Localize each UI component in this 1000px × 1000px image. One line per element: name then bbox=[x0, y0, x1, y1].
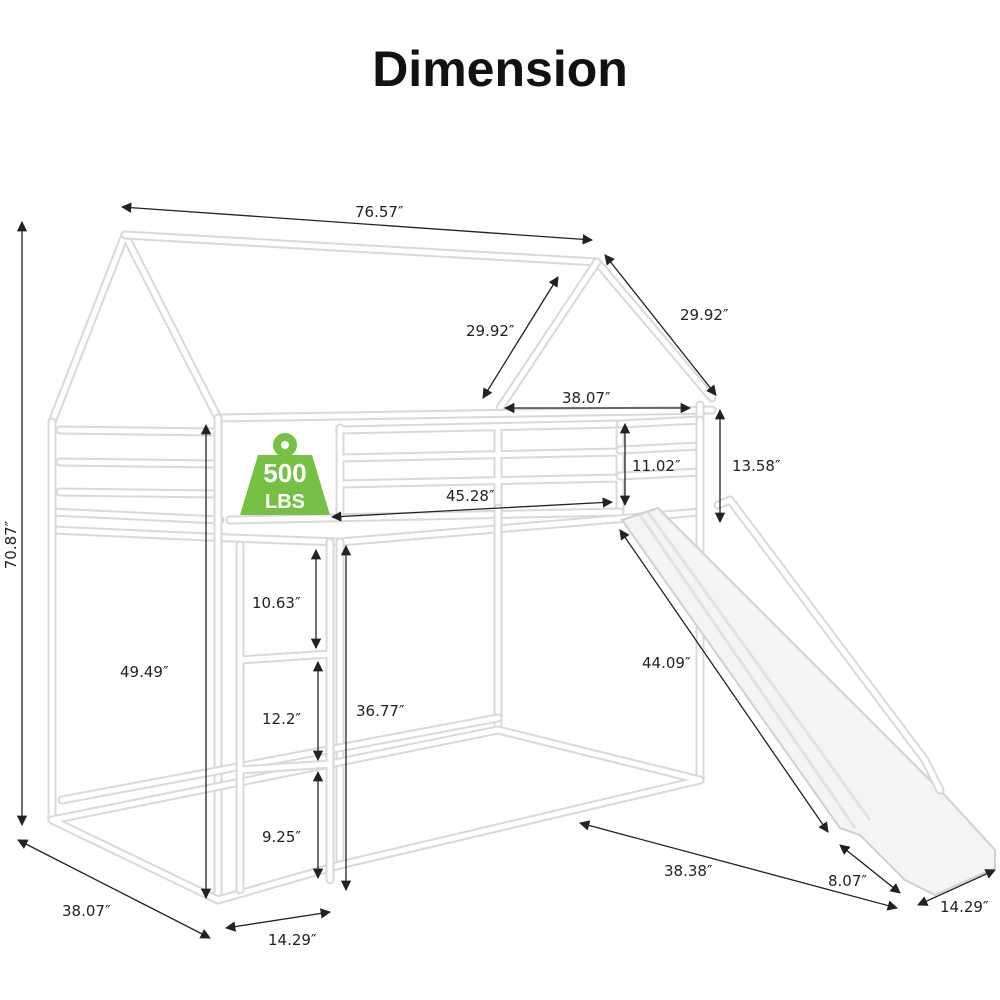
badge-number: 500 bbox=[263, 458, 306, 488]
label-step-bottom: 9.25″ bbox=[262, 828, 301, 846]
ladder bbox=[235, 537, 335, 895]
label-top-bunk-height: 49.49″ bbox=[120, 663, 169, 681]
label-step-mid: 12.2″ bbox=[262, 710, 301, 728]
left-guardrail bbox=[47, 417, 220, 517]
label-total-height: 70.87″ bbox=[2, 520, 20, 569]
label-step-top: 10.63″ bbox=[252, 594, 301, 612]
badge-unit: LBS bbox=[265, 491, 305, 513]
label-top-opening: 38.07″ bbox=[562, 389, 611, 407]
bed-posts bbox=[47, 413, 705, 905]
label-ladder-width: 14.29″ bbox=[268, 931, 317, 949]
label-roof-outer: 29.92″ bbox=[680, 306, 729, 324]
front-guardrail bbox=[335, 400, 705, 517]
page-title: Dimension bbox=[372, 41, 628, 97]
label-under-bed-clearance: 36.77″ bbox=[356, 702, 405, 720]
dimension-labels: 76.57″ 29.92″ 29.92″ 38.07″ 11.02″ 13.58… bbox=[2, 203, 989, 949]
roof-frame bbox=[47, 230, 223, 427]
label-slide-length: 44.09″ bbox=[642, 654, 691, 672]
weight-capacity-badge: 500 LBS bbox=[240, 433, 330, 515]
slide bbox=[620, 495, 996, 897]
label-width: 38.07″ bbox=[62, 902, 111, 920]
label-slide-width: 14.29″ bbox=[940, 898, 989, 916]
label-slide-end-height: 8.07″ bbox=[828, 872, 867, 890]
label-guardrail-height: 11.02″ bbox=[632, 457, 681, 475]
label-slide-rail-height: 13.58″ bbox=[732, 457, 781, 475]
label-slide-projection: 38.38″ bbox=[664, 862, 713, 880]
dimension-lines bbox=[16, 202, 996, 939]
label-total-length: 76.57″ bbox=[355, 203, 404, 221]
bed-frame bbox=[47, 230, 996, 905]
label-bunk-opening: 45.28″ bbox=[446, 487, 495, 505]
label-roof-inner: 29.92″ bbox=[466, 322, 515, 340]
